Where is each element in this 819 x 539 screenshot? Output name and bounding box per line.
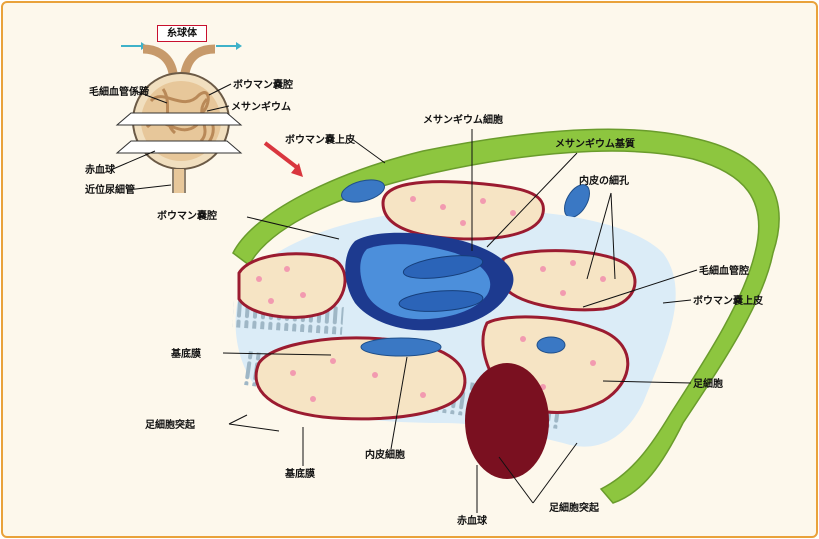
label-endothelial-pores: 内皮の細孔 (579, 174, 629, 187)
label-bowman-space: ボウマン嚢腔 (157, 209, 217, 222)
main-cross-section (223, 129, 779, 513)
label-foot-process-bottom: 足細胞突起 (549, 501, 600, 514)
label-foot-process-left: 足細胞突起 (145, 418, 196, 431)
glomerulus-diagram: 毛細血管係蹄 ボウマン嚢腔 メサンギウム 赤血球 近位尿細管 メサンギウム細胞 … (3, 3, 816, 536)
red-blood-cell-shape (465, 363, 549, 479)
label-endothelial-cell: 内皮細胞 (365, 448, 405, 461)
zoom-arrow (265, 143, 303, 177)
inset-glomerulus-illustration (113, 42, 242, 193)
label-basement-membrane-left: 基底膜 (170, 347, 201, 360)
label-mesangial-matrix: メサンギウム基質 (555, 137, 635, 150)
label-podocyte: 足細胞 (693, 377, 723, 390)
label-red-blood-cell: 赤血球 (457, 514, 488, 527)
label-mesangial-cell: メサンギウム細胞 (423, 113, 503, 126)
label-bowman-epithelium-right: ボウマン嚢上皮 (693, 294, 763, 307)
label-basement-membrane-bottom: 基底膜 (284, 467, 315, 480)
label-bowman-epithelium-top: ボウマン嚢上皮 (285, 133, 355, 146)
label-inset-bowman-space: ボウマン嚢腔 (233, 78, 293, 91)
label-inset-mesangium: メサンギウム (231, 100, 291, 113)
label-proximal-tubule: 近位尿細管 (85, 183, 135, 196)
label-inset-rbc: 赤血球 (85, 163, 116, 176)
label-capillary-loop: 毛細血管係蹄 (89, 85, 149, 98)
label-capillary-lumen: 毛細血管腔 (699, 264, 749, 277)
